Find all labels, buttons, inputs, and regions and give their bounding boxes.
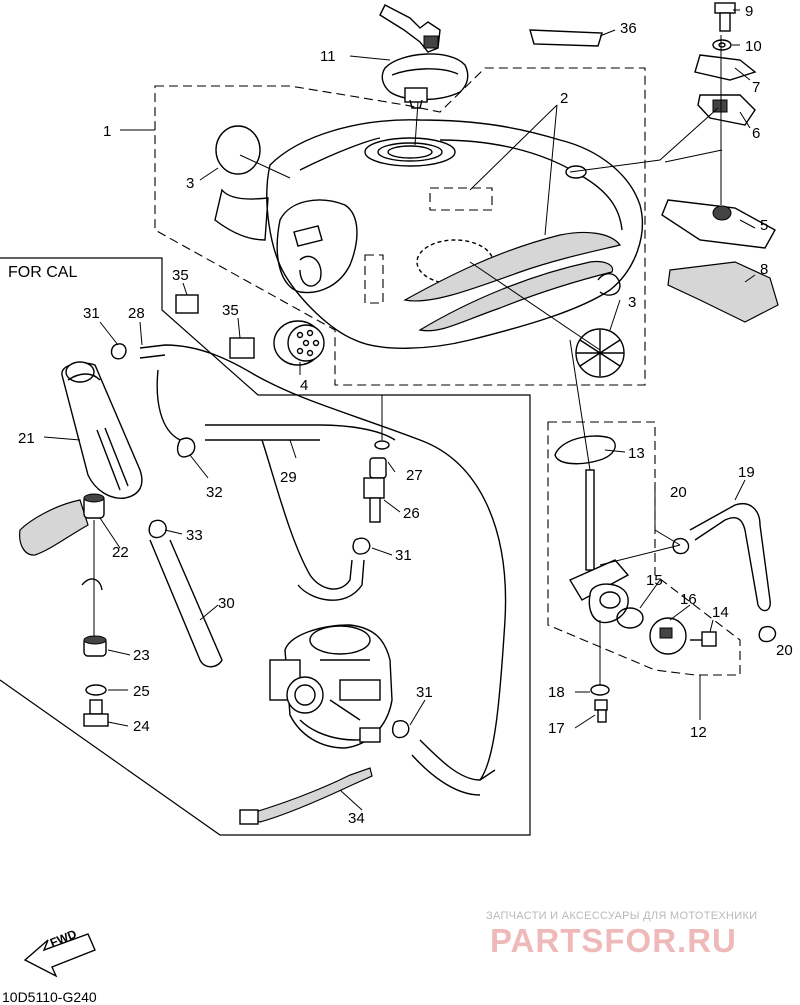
hose-19 [689, 503, 771, 612]
callout-16: 16 [680, 591, 697, 608]
hose-29 [205, 424, 396, 441]
callout-8: 8 [760, 261, 768, 278]
label-35b [229, 337, 255, 359]
watermark-logo: PARTSFOR.RU [490, 922, 737, 959]
diagram-code: 10D5110-G240 [2, 989, 97, 1005]
callout-24: 24 [133, 718, 150, 735]
cover-16 [649, 617, 687, 655]
callout-32: 32 [206, 484, 223, 501]
callout-4: 4 [300, 377, 308, 394]
callout-18: 18 [548, 684, 565, 701]
callout-21: 21 [18, 430, 35, 447]
oring-27 [374, 440, 390, 450]
collar-23 [83, 635, 107, 657]
callout-20a: 20 [670, 484, 687, 501]
watermark-tagline: ЗАПЧАСТИ И АКСЕССУАРЫ ДЛЯ МОТОТЕХНИКИ [486, 910, 758, 922]
callout-13: 13 [628, 445, 645, 462]
gasket-13 [554, 435, 616, 465]
mount-hardware-stack [569, 2, 779, 323]
canister-bracket [19, 499, 89, 556]
clip-31a [110, 343, 127, 360]
grommet-22 [83, 493, 105, 519]
callout-22: 22 [112, 544, 129, 561]
fuel-cap-with-key [379, 4, 469, 109]
damper-4 [273, 320, 325, 366]
callout-3b: 3 [628, 294, 636, 311]
emblem-3 [575, 328, 625, 378]
callout-33: 33 [186, 527, 203, 544]
callout-9: 9 [745, 3, 753, 20]
callout-17: 17 [548, 720, 565, 737]
callout-27: 27 [406, 467, 423, 484]
callout-29: 29 [280, 469, 297, 486]
callout-35b: 35 [222, 302, 239, 319]
callout-7: 7 [752, 79, 760, 96]
label-35a [175, 294, 199, 314]
clip-31c [391, 720, 410, 739]
callout-30: 30 [218, 595, 235, 612]
callout-20b: 20 [776, 642, 793, 659]
bolt-17 [594, 699, 608, 723]
callout-31c: 31 [416, 684, 433, 701]
callout-11: 11 [320, 48, 336, 65]
washer-25 [85, 684, 107, 696]
callout-23: 23 [133, 647, 150, 664]
hose-30 [149, 539, 223, 668]
for-cal-inset-frame [0, 257, 531, 836]
fuel-cock [568, 469, 630, 624]
petcock-assembly-outline [547, 421, 741, 676]
oring-15 [616, 607, 644, 629]
callout-6: 6 [752, 125, 760, 142]
callout-14: 14 [712, 604, 729, 621]
cable-tie-34 [243, 767, 373, 823]
callout-19: 19 [738, 464, 755, 481]
callout-5: 5 [760, 217, 768, 234]
fuel-tank [214, 119, 644, 349]
callout-28: 28 [128, 305, 145, 322]
carburetor [269, 624, 393, 749]
rubber-pad-left [215, 125, 261, 175]
callout-35a: 35 [172, 267, 189, 284]
fitting-26 [363, 457, 387, 523]
callout-3a: 3 [186, 175, 194, 192]
charcoal-canister [61, 361, 143, 499]
washer-18 [590, 684, 610, 696]
hose-31-bottom [411, 739, 496, 796]
tank-assembly-outline [154, 67, 646, 386]
hose-28 [139, 344, 507, 781]
inset-title: FOR CAL [8, 264, 77, 281]
fwd-arrow [23, 933, 96, 978]
clip-33 [148, 519, 167, 539]
callout-36: 36 [620, 20, 637, 37]
leader-lines [43, 9, 756, 811]
clip-31b [352, 537, 371, 555]
callout-26: 26 [403, 505, 420, 522]
callout-34: 34 [348, 810, 365, 827]
callout-31b: 31 [395, 547, 412, 564]
callout-31a: 31 [83, 305, 100, 322]
callout-2: 2 [560, 90, 568, 107]
callout-12: 12 [690, 724, 707, 741]
decal-36 [529, 29, 603, 47]
bolt-24 [83, 699, 109, 727]
callout-25: 25 [133, 683, 150, 700]
clip-32 [176, 437, 196, 458]
clip-20b [758, 625, 777, 643]
callout-numbers: 1 2 3 3 4 5 6 7 8 9 10 11 12 13 14 15 16… [18, 3, 793, 827]
callout-15: 15 [646, 572, 663, 589]
hose-route-1 [156, 369, 365, 601]
callout-10: 10 [745, 38, 762, 55]
screw-14 [690, 631, 717, 647]
callout-1: 1 [103, 123, 111, 140]
